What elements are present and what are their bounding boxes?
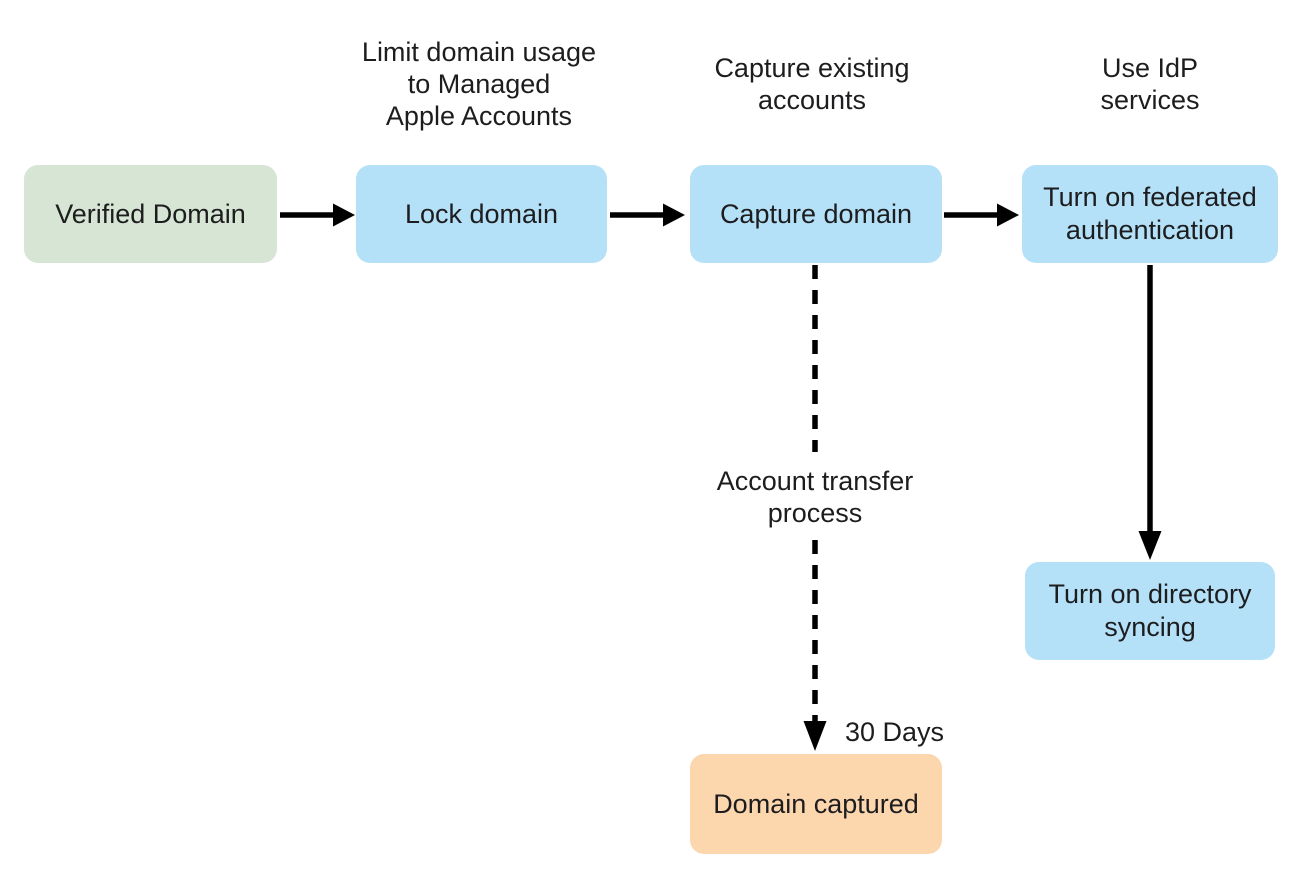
annotation-line: Capture existing [714,53,910,83]
annotation-line: Limit domain usage [361,37,597,67]
annotation-capture-existing-accounts: Capture existing accounts [662,52,962,116]
node-label: Turn on federated [1043,182,1257,212]
annotation-line: Account transfer [716,466,914,496]
annotation-line: 30 Days [845,717,945,747]
node-capture-domain: Capture domain [690,165,942,263]
annotation-use-idp-services: Use IdP services [1000,52,1296,116]
annotation-line: accounts [757,85,867,115]
arrow-capture-to-federated-icon [944,203,1019,227]
node-domain-captured: Domain captured [690,754,942,854]
node-label: Capture domain [719,198,913,229]
arrow-lock-to-capture-icon [610,203,685,227]
node-label: Domain captured [713,788,919,819]
annotation-30-days: 30 Days [845,716,1005,748]
annotation-line: to Managed [407,69,551,99]
node-label: Lock domain [404,198,559,229]
node-turn-on-directory-syncing: Turn on directory syncing [1025,562,1275,660]
arrow-verified-to-lock-icon [280,203,355,227]
annotation-line: process [767,498,863,528]
node-verified-domain: Verified Domain [24,165,277,263]
node-label: Turn on directory [1048,579,1252,609]
node-label: syncing [1104,612,1196,642]
annotation-line: Apple Accounts [385,101,573,131]
annotation-line: Use IdP [1101,53,1199,83]
arrow-capture-to-captured-dashed-icon [803,265,827,751]
node-label: authentication [1065,215,1235,245]
annotation-account-transfer-process: Account transfer process [665,465,965,529]
node-label: Verified Domain [55,198,246,229]
annotation-line: services [1100,85,1200,115]
node-turn-on-federated-authentication: Turn on federated authentication [1022,165,1278,263]
node-lock-domain: Lock domain [356,165,607,263]
arrow-federated-to-directory-icon [1138,265,1162,560]
annotation-limit-domain-usage: Limit domain usage to Managed Apple Acco… [329,36,629,132]
